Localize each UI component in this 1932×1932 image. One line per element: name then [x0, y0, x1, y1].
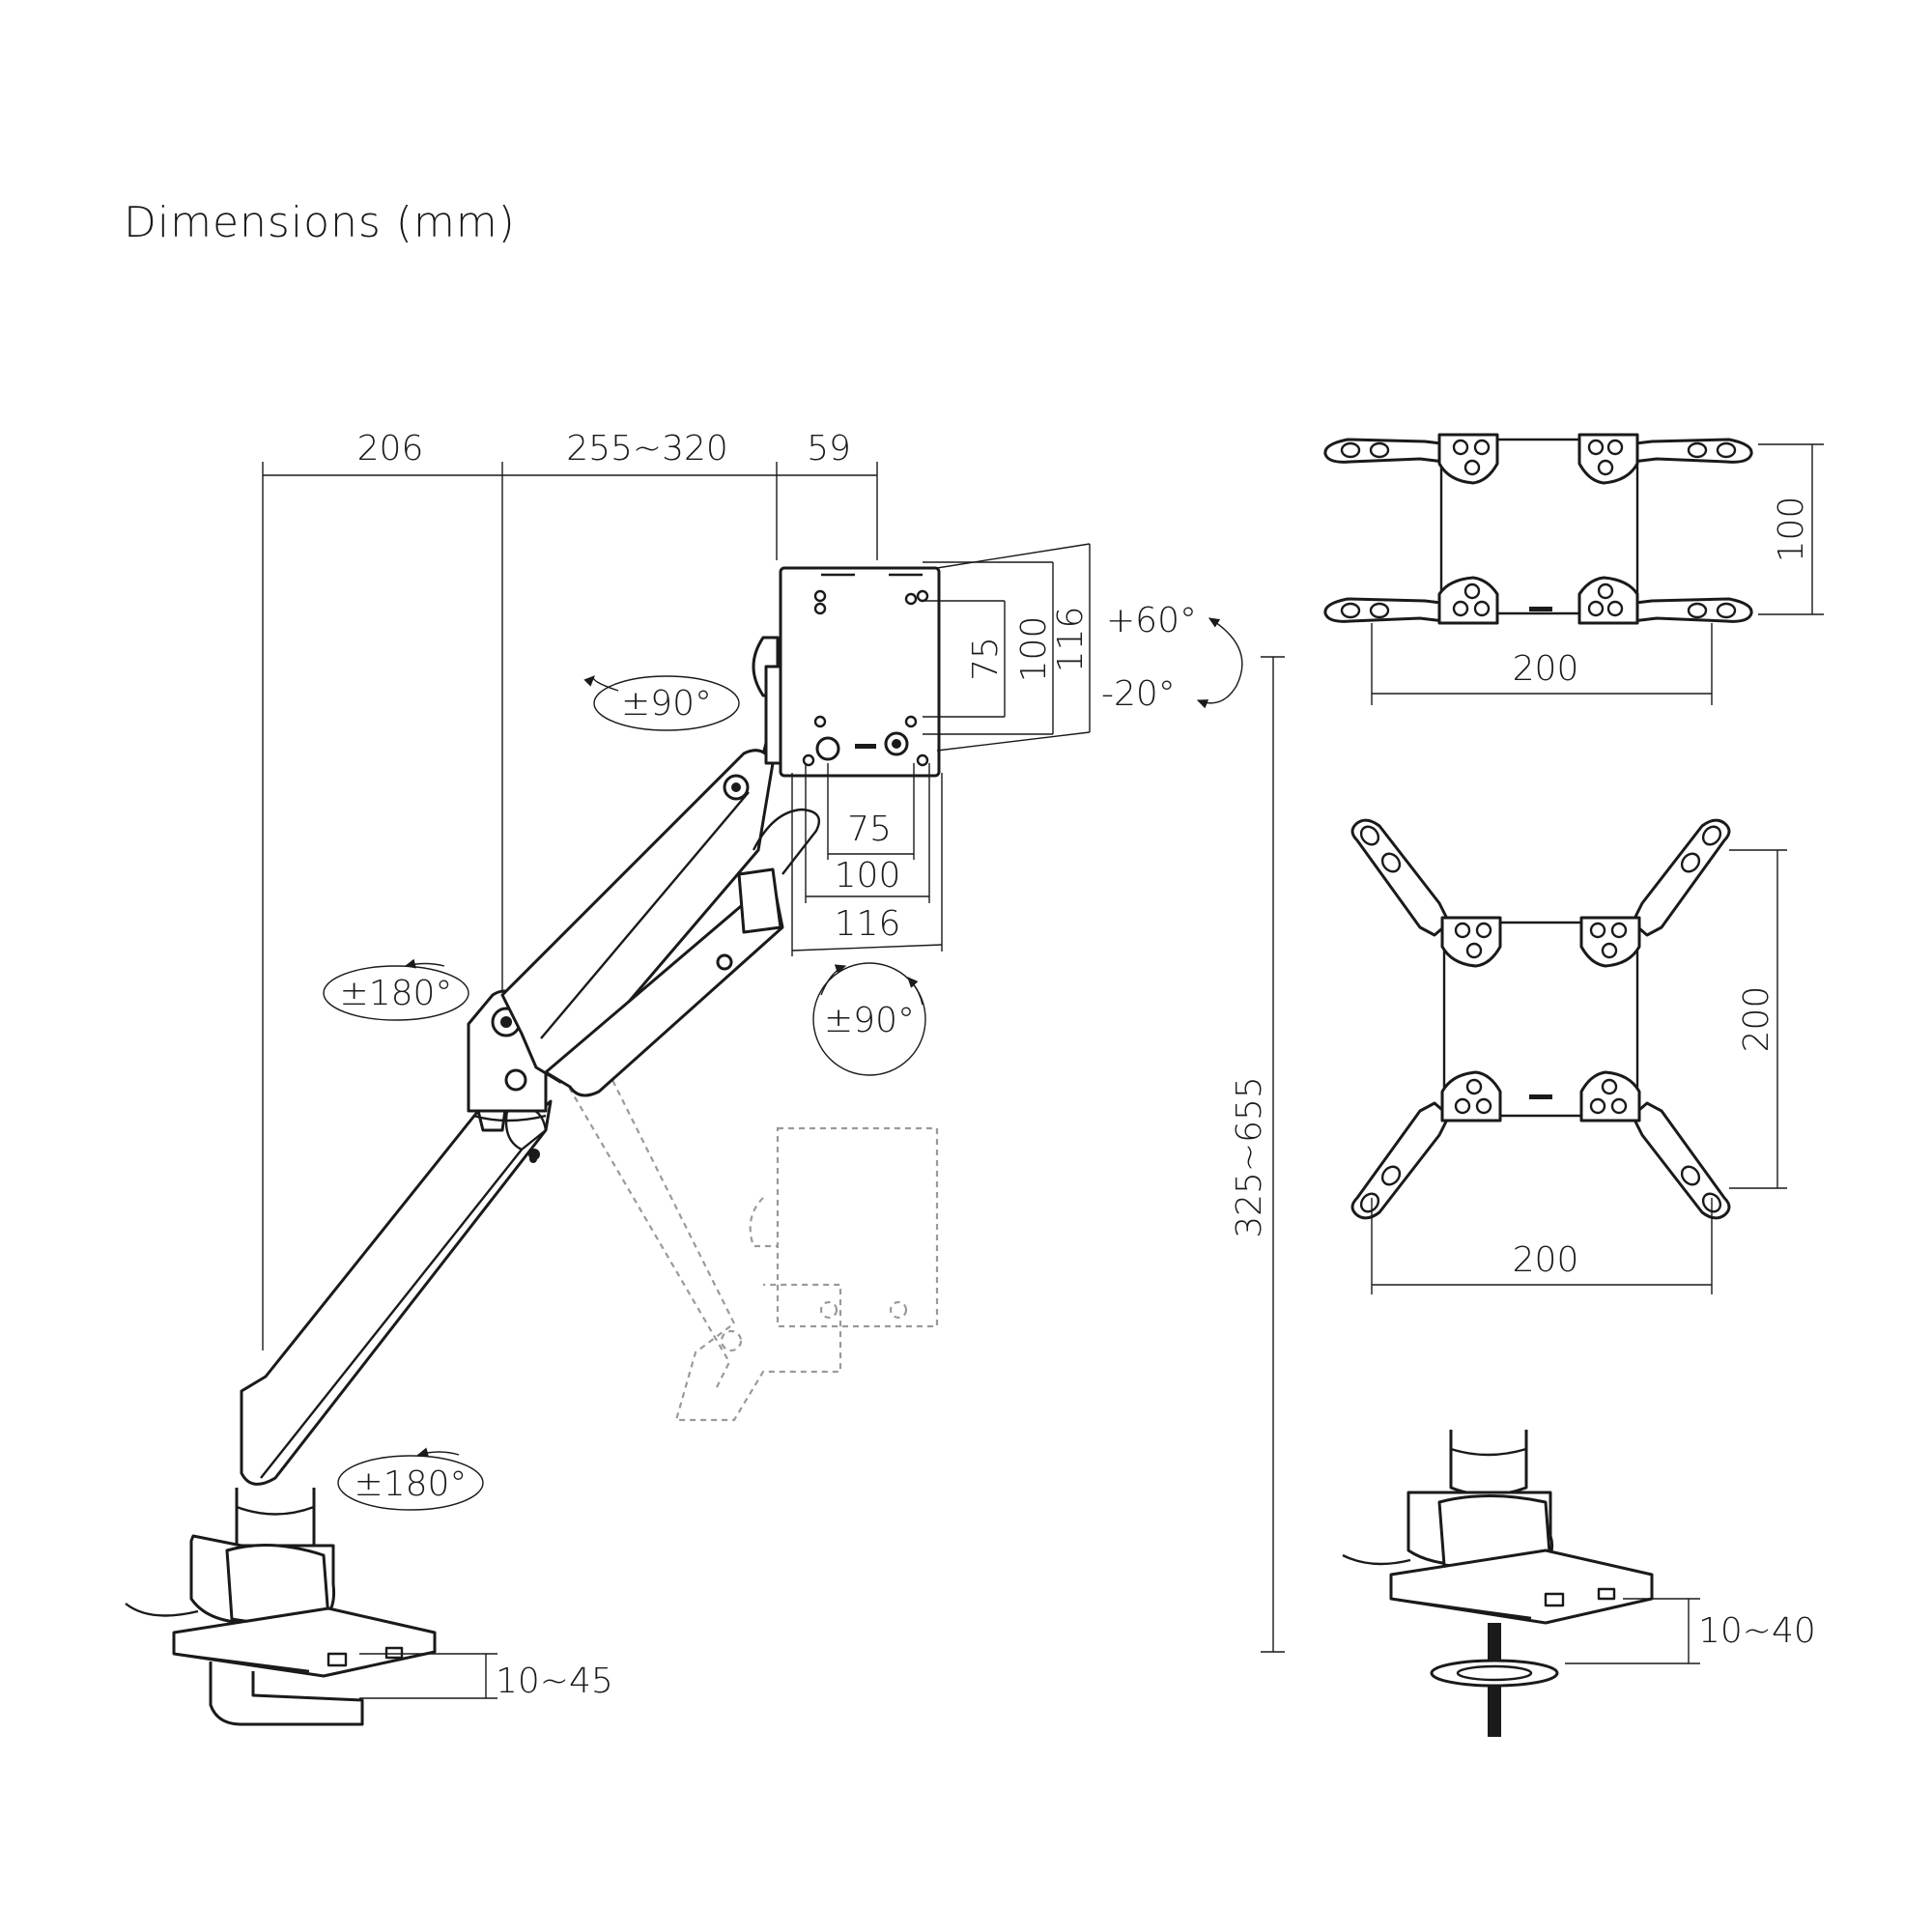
dim-label-206: 206: [357, 429, 424, 469]
height-dimension: [1261, 656, 1285, 1653]
head-swivel-label: ±90°: [621, 684, 712, 724]
plate-h-dim-116: 116: [835, 904, 901, 944]
height-range-label: 325~655: [1230, 1076, 1269, 1238]
plate-horizontal-dimensions: [791, 763, 943, 956]
adapter-square-view: [1323, 433, 1824, 705]
elbow-swivel-label: ±180°: [340, 974, 453, 1013]
clamp-range-label: 10~45: [496, 1662, 613, 1701]
tilt-up-label: +60°: [1106, 601, 1197, 640]
base-and-clamp: [125, 1488, 437, 1726]
grommet-mount-view: [1342, 1430, 1700, 1737]
lower-arm: [240, 1094, 553, 1486]
dim-label-extension: 255~320: [566, 429, 728, 469]
base-swivel-indicator: [337, 1447, 484, 1511]
plate-vertical-dimensions: [923, 543, 1091, 752]
page-title: Dimensions (mm): [124, 198, 516, 247]
ghost-arm-position: [501, 983, 939, 1422]
tilt-down-label: -20°: [1101, 674, 1176, 714]
plate-v-dim-116: 116: [1051, 607, 1091, 673]
clamp-dimension: [359, 1653, 497, 1699]
base-swivel-label: ±180°: [355, 1464, 468, 1504]
grommet-range-label: 10~40: [1698, 1611, 1816, 1651]
plate-v-dim-75: 75: [966, 637, 1006, 681]
tilt-arc: [1196, 617, 1243, 709]
plate-h-dim-75: 75: [847, 810, 892, 849]
adapter-diagonal-view: [1350, 818, 1787, 1294]
rotation-indicator: [812, 962, 926, 1076]
rotation-label: ±90°: [824, 1001, 915, 1040]
adapter-diagonal-width-label: 200: [1513, 1240, 1579, 1280]
adapter-square-height-label: 100: [1772, 497, 1811, 563]
vesa-plate: [779, 566, 941, 778]
plate-v-dim-100: 100: [1014, 616, 1054, 683]
elbow-swivel-indicator: [323, 958, 469, 1021]
top-dimension-lines: [262, 462, 878, 1350]
plate-h-dim-100: 100: [835, 856, 901, 895]
arm-view: 206 255~320 59: [125, 429, 1285, 1726]
head-swivel-indicator: [583, 675, 740, 731]
adapter-diagonal-height-label: 200: [1737, 986, 1776, 1053]
adapter-square-width-label: 200: [1513, 649, 1579, 689]
upper-arm: [500, 749, 784, 1097]
dim-label-59: 59: [807, 429, 851, 469]
